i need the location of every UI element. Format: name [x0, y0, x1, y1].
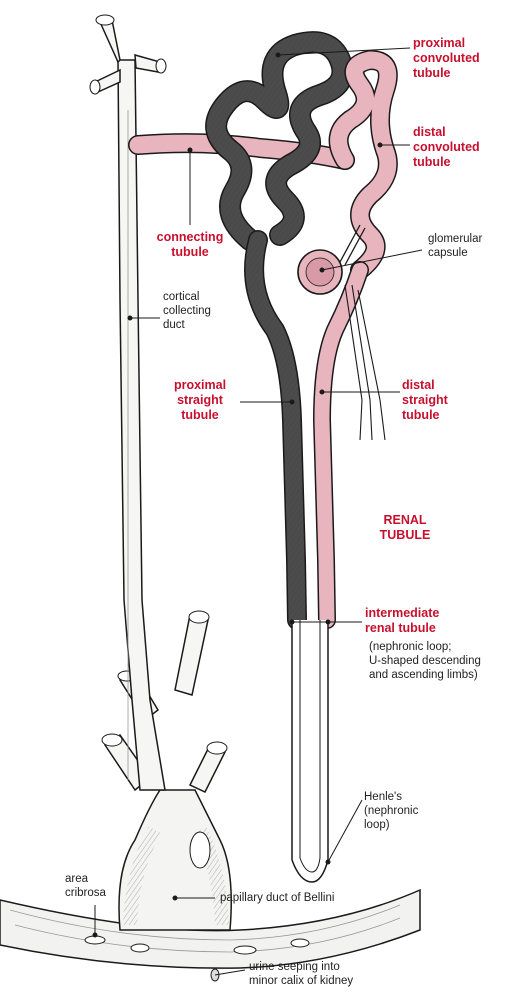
- label-urine-calix: urine seeping into minor calix of kidney: [249, 960, 353, 988]
- label-henles-loop: Henle's (nephronic loop): [364, 790, 418, 832]
- label-nephronic-loop-note: (nephronic loop; U-shaped descending and…: [369, 640, 481, 682]
- label-renal-tubule: RENAL TUBULE: [370, 513, 440, 543]
- collecting-duct: [90, 15, 166, 790]
- label-proximal-straight-tubule: proximal straight tubule: [160, 378, 240, 423]
- distal-straight-tubule: [322, 270, 360, 620]
- label-papillary-duct: papillary duct of Bellini: [220, 891, 334, 905]
- proximal-straight-tubule: [254, 240, 297, 620]
- label-connecting-tubule: connecting tubule: [150, 230, 230, 260]
- label-distal-convoluted-tubule: distal convoluted tubule: [413, 125, 480, 170]
- label-area-cribrosa: area cribrosa: [65, 872, 106, 900]
- label-cortical-collecting-duct: cortical collecting duct: [163, 290, 211, 332]
- label-glomerular-capsule: glomerular capsule: [428, 232, 482, 260]
- label-intermediate-renal-tubule: intermediate renal tubule: [365, 606, 439, 636]
- papillary-duct: [119, 790, 231, 930]
- intermediate-renal-tubule: [292, 620, 328, 882]
- label-proximal-convoluted-tubule: proximal convoluted tubule: [413, 36, 480, 81]
- label-distal-straight-tubule: distal straight tubule: [402, 378, 448, 423]
- collecting-duct-branches: [102, 611, 227, 792]
